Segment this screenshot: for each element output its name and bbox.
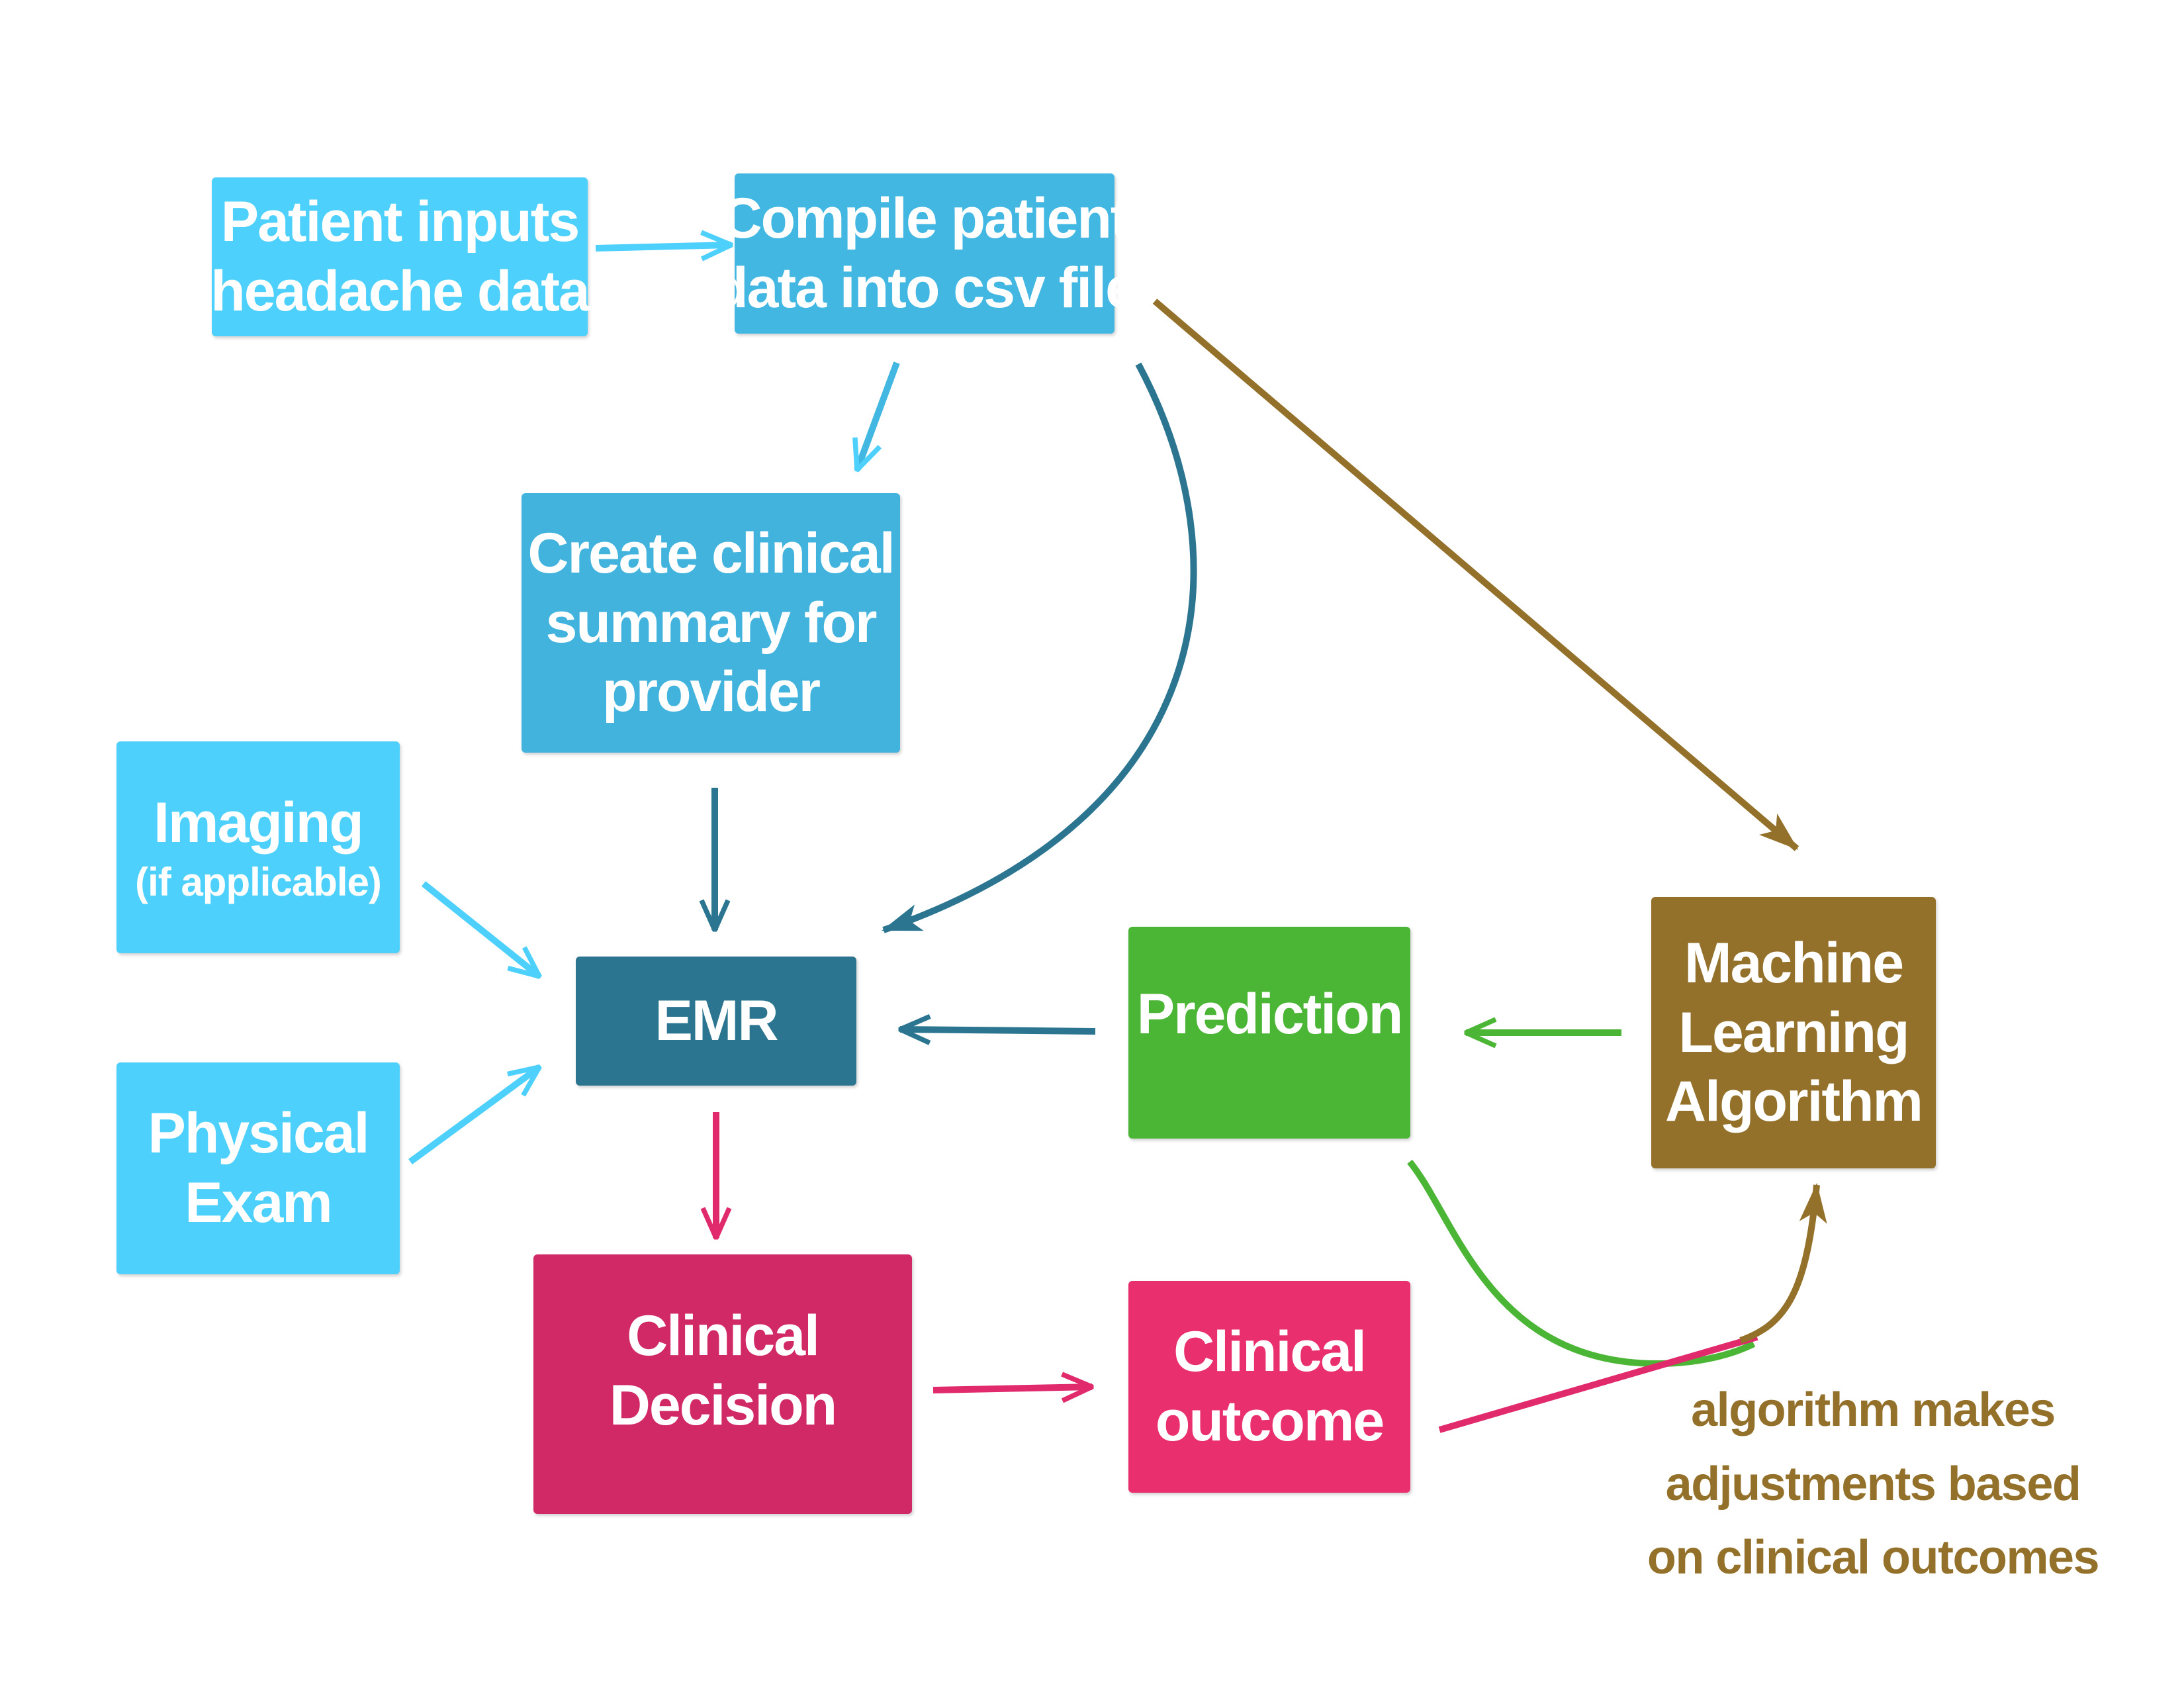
node-label-line: Exam (185, 1171, 332, 1235)
node-compile-csv: Compile patient data into csv file (713, 173, 1137, 334)
node-label-line: Create clinical (527, 521, 895, 585)
annotation-line: on clinical outcomes (1647, 1531, 2100, 1585)
arrow-compile-to-summary (857, 361, 900, 470)
curve-outcome-feedback (1438, 1334, 1758, 1433)
feedback-annotation: algorithm makes adjustments based on cli… (1615, 1374, 2131, 1595)
arrow-decision-to-outcome (933, 1387, 1092, 1390)
node-label-line: provider (602, 660, 821, 724)
arrow-exam-to-emr (408, 1067, 539, 1165)
node-physical-exam: Physical Exam (116, 1062, 400, 1274)
node-label-line: EMR (655, 989, 778, 1053)
node-label-line: Decision (609, 1374, 837, 1437)
node-clinical-summary: Create clinical summary for provider (522, 493, 900, 753)
node-label-line: data into csv file (713, 256, 1137, 320)
node-label-line: Learning (1678, 1000, 1909, 1064)
node-label-line: Compile patient (721, 187, 1129, 251)
arrow-compile-to-ml (1152, 299, 1799, 851)
node-label-line: Patient inputs (220, 190, 580, 254)
node-emr: EMR (576, 957, 856, 1086)
node-label-line: Physical (148, 1102, 370, 1166)
arrow-patient-to-compile (595, 245, 731, 248)
node-clinical-decision: Clinical Decision (533, 1254, 912, 1514)
node-label-line: Prediction (1136, 982, 1404, 1046)
node-prediction: Prediction (1128, 927, 1410, 1139)
arrow-compile-to-emr (882, 362, 1197, 933)
node-clinical-outcome: Clinical outcome (1128, 1281, 1410, 1493)
node-patient-inputs: Patient inputs headache data (210, 177, 590, 336)
arrow-prediction-to-emr (900, 1029, 1096, 1031)
node-label-line: headache data (210, 259, 590, 323)
node-imaging: Imaging (if applicable) (116, 741, 400, 953)
node-label-line: Clinical (1173, 1320, 1367, 1384)
arrow-imaging-to-emr (421, 881, 539, 976)
annotation-line: adjustments based (1665, 1457, 2081, 1511)
node-label-line: Machine (1684, 931, 1904, 995)
node-label-line: Clinical (627, 1304, 820, 1368)
arrow-feedback-to-ml (1739, 1183, 1827, 1344)
node-label-line: Algorithm (1664, 1070, 1923, 1134)
node-label-sub: (if applicable) (135, 859, 382, 904)
curve-prediction-feedback (1407, 1159, 1756, 1368)
annotation-line: algorithm makes (1691, 1383, 2056, 1436)
node-machine-learning-algorithm: Machine Learning Algorithm (1651, 897, 1936, 1168)
node-label-line: summary for (545, 590, 878, 655)
node-label-line: Imaging (154, 790, 364, 855)
node-label-line: outcome (1155, 1389, 1385, 1453)
